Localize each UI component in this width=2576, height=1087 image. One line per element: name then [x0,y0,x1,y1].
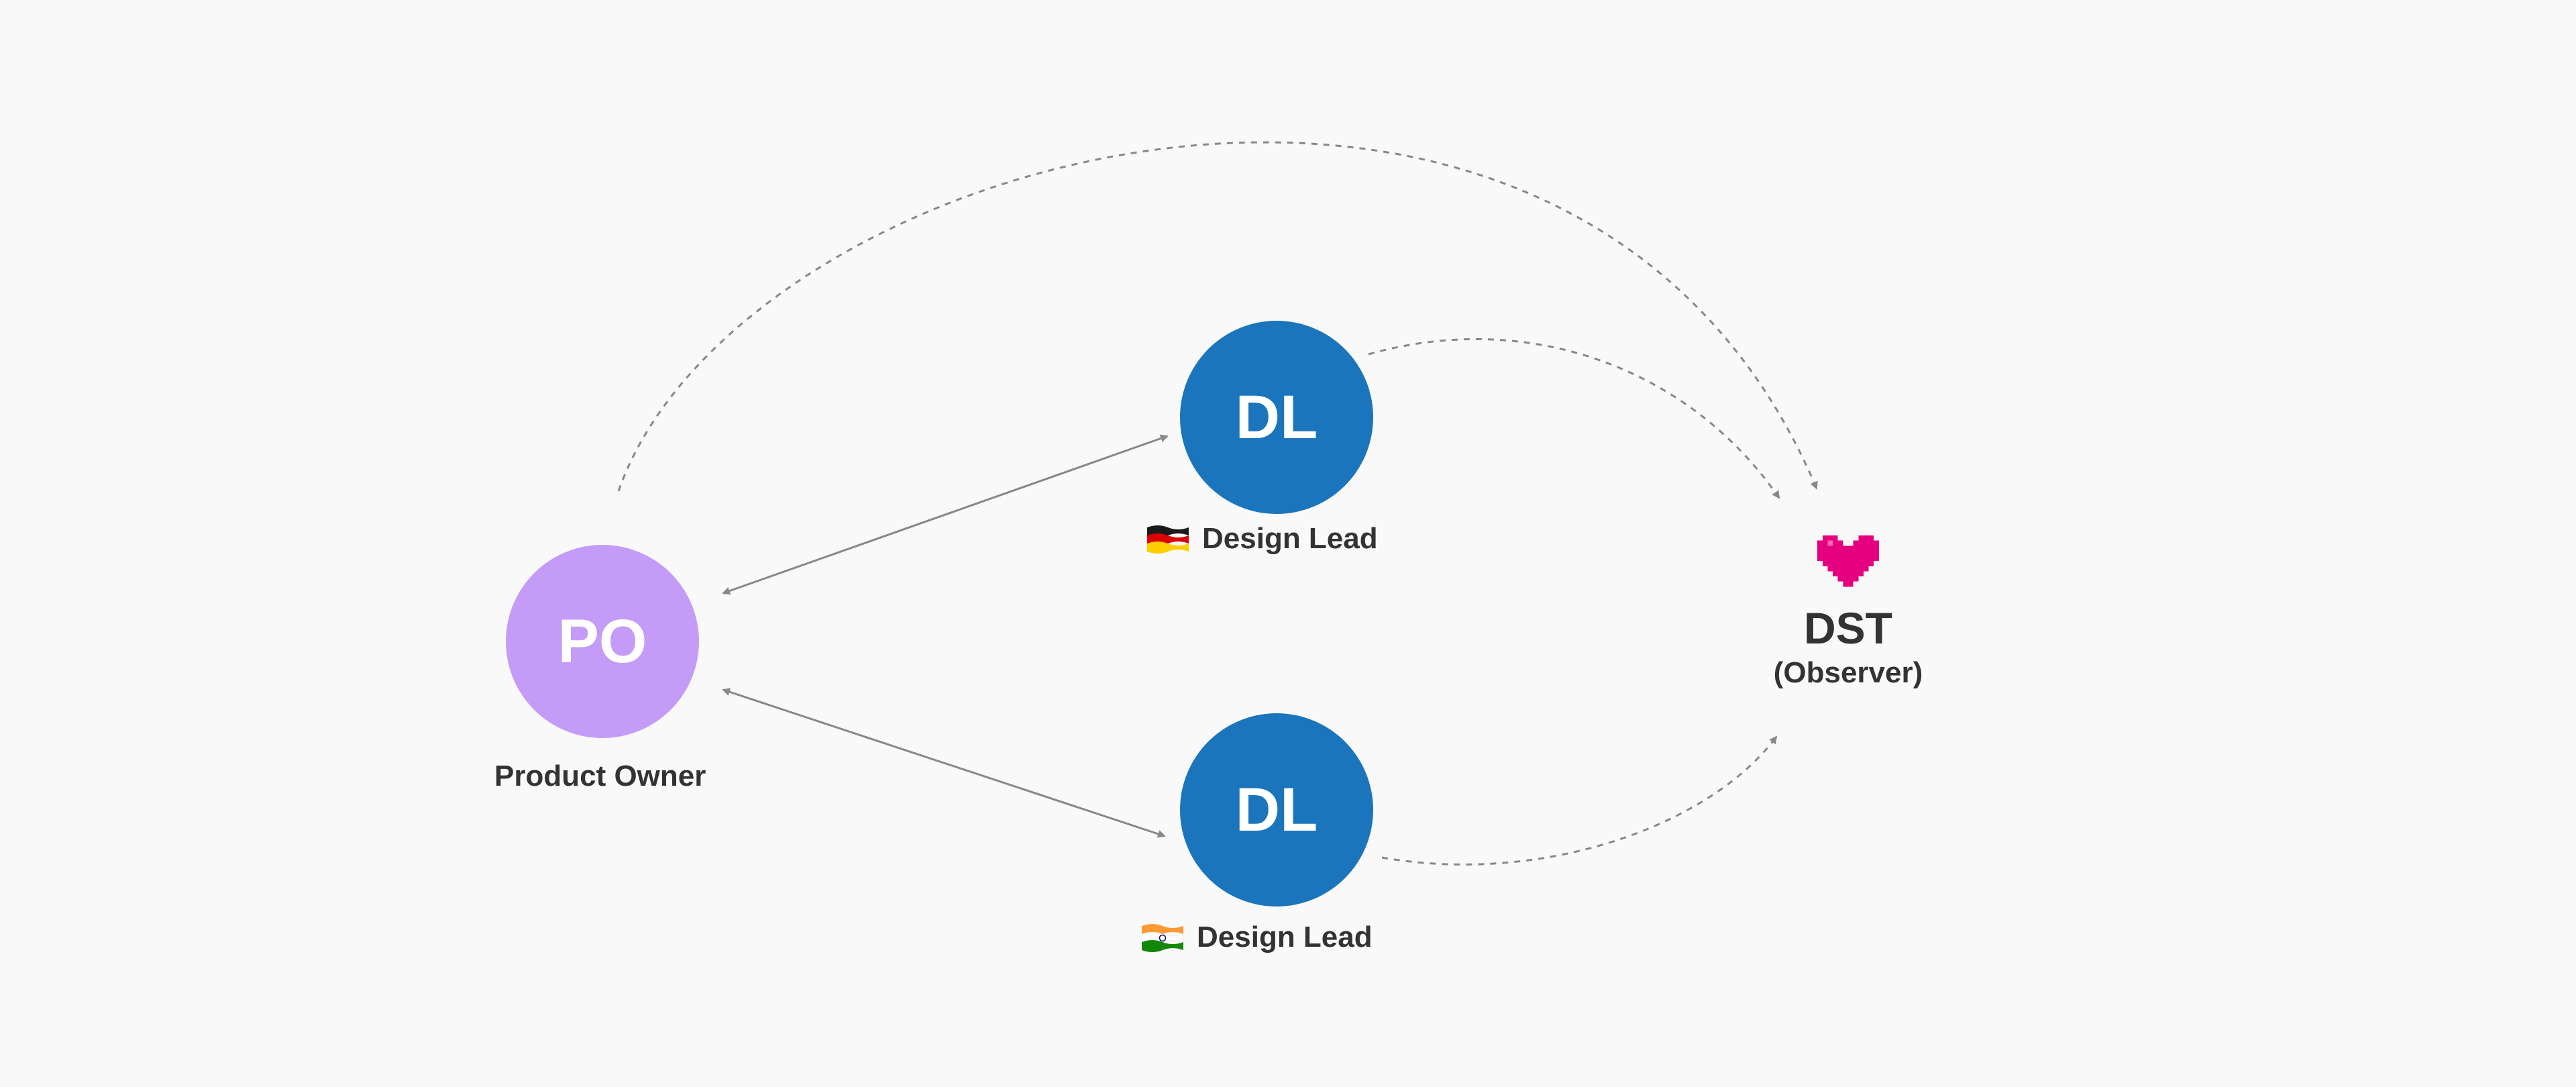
dst-title: DST [1804,603,1892,653]
connector-dl-de-dst [1368,338,1780,499]
dst-subtitle: (Observer) [1773,656,1923,689]
pixel-heart-icon [1817,535,1879,587]
product-owner-label-text: Product Owner [494,760,706,792]
design-lead-india-label-text: Design Lead [1197,921,1373,953]
india-flag-icon [1141,924,1184,952]
design-lead-india-initials: DL [1235,775,1318,844]
connector-po-dl-de [722,434,1169,595]
product-owner-node: PO [506,545,699,738]
product-owner-label: Product Owner [494,760,706,793]
design-lead-germany-initials: DL [1235,382,1318,452]
connector-po-dst [617,141,1818,492]
design-lead-india-label: Design Lead [1139,921,1373,954]
design-lead-india-node: DL [1180,713,1373,907]
design-lead-germany-node: DL [1180,321,1373,514]
germany-flag-icon [1147,525,1189,554]
connector-po-dl-in [722,688,1166,838]
connector-dl-in-dst [1381,735,1778,866]
design-lead-germany-label-text: Design Lead [1202,522,1378,555]
design-lead-germany-label: Design Lead [1144,522,1378,556]
product-owner-initials: PO [557,607,647,676]
